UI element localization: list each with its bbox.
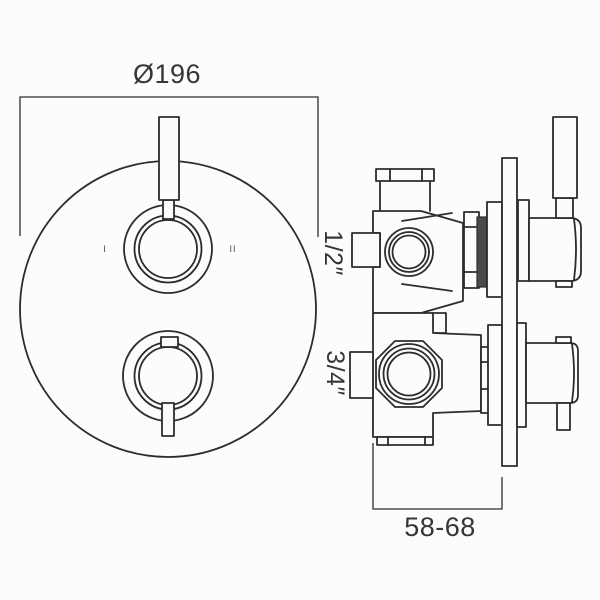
wall-plate-side	[501, 157, 518, 467]
index-mark-left: I	[103, 244, 107, 254]
top-knob-inner-ring	[138, 219, 198, 279]
top-knob-lever-side	[552, 116, 578, 199]
bottom-knob-tab	[160, 336, 179, 348]
upper-port-stub	[351, 232, 381, 268]
top-knob-front: I II	[103, 116, 236, 294]
top-knob-escutcheon	[517, 199, 530, 282]
top-knob-side	[517, 116, 582, 288]
bottom-knob-front	[122, 330, 214, 437]
lower-valve-body	[349, 312, 503, 446]
upper-bottom-stub	[431, 312, 447, 334]
depth-dimension-lines	[372, 443, 503, 510]
bottom-knob-stem-side	[556, 402, 571, 431]
top-knob-face-curve	[573, 218, 577, 281]
bottom-knob-top-tab	[555, 336, 572, 344]
bottom-knob-side	[516, 322, 579, 431]
upper-gasket	[476, 216, 488, 288]
top-knob-mid-ring	[133, 214, 203, 284]
depth-dimension: 58-68	[372, 443, 503, 542]
lower-body-feet	[376, 436, 434, 446]
depth-label: 58-68	[404, 512, 476, 542]
port-label-three-quarter-inch: 3/4″	[321, 350, 349, 396]
lower-backing-plate	[487, 324, 503, 426]
lower-port-inner	[386, 351, 432, 397]
top-knob-bottom-tab	[555, 280, 573, 288]
upper-port-mid	[388, 231, 430, 273]
bottom-knob-inner-ring	[138, 346, 198, 406]
bottom-knob-escutcheon	[516, 322, 527, 428]
bottom-knob-stem	[161, 402, 175, 437]
lower-port-stub	[349, 351, 374, 399]
top-knob-body-side	[528, 217, 582, 282]
upper-pipe-cap	[375, 168, 435, 182]
upper-backing-plate	[486, 201, 503, 298]
upper-body-chamfer-top	[401, 212, 453, 222]
top-knob-lever-neck	[162, 199, 175, 220]
upper-valve-body	[351, 168, 503, 334]
upper-body-chamfer-bottom	[401, 283, 453, 292]
top-knob-lever	[158, 116, 180, 201]
upper-port-inner	[391, 234, 427, 270]
top-knob-lever-neck-side	[555, 197, 574, 219]
bottom-knob-body-side	[525, 342, 579, 404]
diameter-dimension: Ø196	[19, 59, 319, 237]
side-view: 1/2″ 3/4″ 58-68	[319, 116, 582, 542]
bottom-knob-mid-ring	[133, 341, 203, 411]
bottom-knob-face-curve	[571, 343, 575, 403]
diameter-label: Ø196	[133, 59, 201, 89]
index-mark-right: II	[229, 244, 236, 254]
front-view: Ø196 I II	[19, 59, 319, 458]
lower-port-mid	[382, 347, 436, 401]
diameter-extension-left	[19, 96, 319, 237]
port-label-half-inch: 1/2″	[319, 230, 347, 276]
